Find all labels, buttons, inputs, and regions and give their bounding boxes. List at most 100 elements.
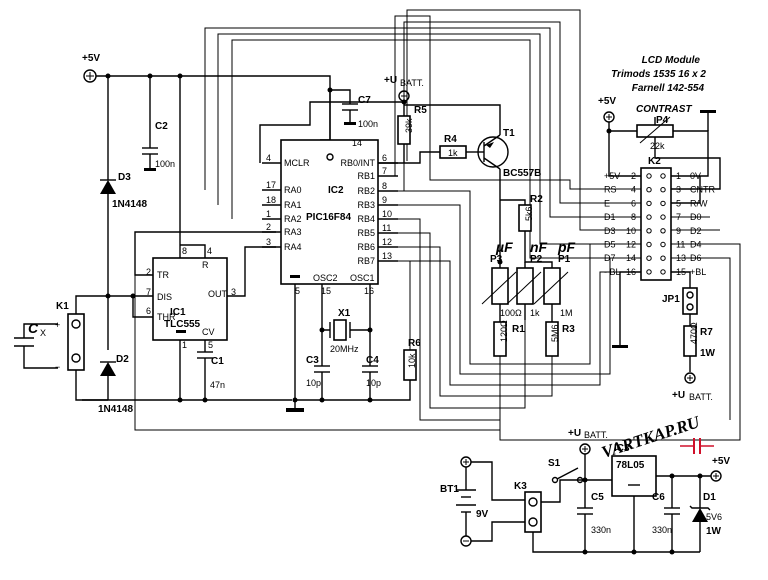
k2-pin-hole [660, 269, 666, 275]
svg-text:nF: nF [530, 239, 548, 255]
svg-text:5: 5 [295, 286, 300, 296]
svg-text:S1: S1 [548, 458, 561, 469]
svg-text:1W: 1W [706, 526, 722, 537]
svg-text:10k: 10k [407, 353, 417, 368]
zener-d1: D1 5V6 1W [689, 476, 722, 552]
k2-pin-label: D1 [604, 212, 616, 222]
ic2-pin-num: 4 [266, 153, 271, 163]
connector-k1[interactable]: K1 + − [55, 301, 85, 372]
svg-text:R7: R7 [700, 327, 713, 338]
svg-text:R2: R2 [530, 194, 543, 205]
k2-pin-label: - BL [604, 267, 621, 277]
svg-text:−: − [55, 362, 60, 372]
ic2-pin-label: RA3 [284, 227, 302, 237]
capacitor-c6: C6 330n [652, 476, 680, 552]
svg-text:14: 14 [352, 138, 362, 148]
svg-text:CV: CV [202, 327, 215, 337]
ic2-pin-num: 18 [266, 195, 276, 205]
resistor-r6: 10k R6 [403, 338, 421, 381]
jumper-jp1[interactable]: JP1 [662, 287, 698, 315]
svg-text:IC1: IC1 [170, 307, 186, 318]
lcd-bus-lines [204, 9, 649, 259]
svg-text:R1: R1 [512, 324, 525, 335]
svg-text:K2: K2 [648, 156, 661, 167]
ic2-pin-label: RB3 [357, 200, 375, 210]
svg-text:µF: µF [495, 239, 513, 255]
svg-text:BC557B: BC557B [503, 168, 541, 179]
rb-routing-lines [378, 190, 649, 421]
svg-text:+U: +U [568, 428, 581, 439]
capacitor-c4: C4 10p [362, 355, 381, 388]
svg-text:100n: 100n [155, 159, 175, 169]
crystal-x1: X1 20MHz [329, 308, 359, 354]
svg-text:100Ω: 100Ω [500, 308, 522, 318]
svg-text:330n: 330n [652, 525, 672, 535]
svg-text:X: X [40, 328, 46, 338]
ic2-pin-label: MCLR [284, 158, 310, 168]
ic2-pin-num: 1 [266, 209, 271, 219]
diode-d2: D2 1N4148 [98, 354, 133, 415]
k2-pin-hole [646, 187, 652, 193]
k2-pin-num: 8 [631, 212, 636, 222]
k2-pin-label: D2 [690, 226, 702, 236]
svg-text:20MHz: 20MHz [330, 344, 359, 354]
ic2-pin-num: 10 [382, 209, 392, 219]
svg-text:C6: C6 [652, 492, 665, 503]
connector-k3[interactable]: K3 [514, 481, 542, 533]
svg-text:C5: C5 [591, 492, 604, 503]
lcd-supplier: Farnell 142-554 [632, 83, 705, 94]
ic2-pin-label: RA1 [284, 200, 302, 210]
k2-pin-hole [660, 173, 666, 179]
svg-text:BATT.: BATT. [584, 430, 608, 440]
svg-text:K1: K1 [56, 301, 69, 312]
ic2-pin-label: RB2 [357, 186, 375, 196]
svg-text:pF: pF [557, 239, 576, 255]
ground-symbol-bl [612, 345, 628, 348]
k2-pin-hole [646, 228, 652, 234]
k2-pin-hole [660, 255, 666, 261]
capacitor-c1: C1 47n [197, 351, 225, 400]
ubatt-terminal-top [398, 90, 410, 102]
svg-text:R6: R6 [408, 338, 421, 349]
svg-text:4: 4 [207, 246, 212, 256]
svg-text:DIS: DIS [157, 292, 172, 302]
svg-text:6: 6 [146, 306, 151, 316]
svg-text:5k6: 5k6 [524, 206, 534, 221]
svg-text:47n: 47n [210, 380, 225, 390]
svg-text:330n: 330n [591, 525, 611, 535]
switch-s1[interactable]: S1 [548, 458, 584, 484]
k2-pin-num: 14 [626, 253, 636, 263]
k2-pin-label: E [604, 198, 610, 208]
k2-pin-label: +BL [690, 267, 706, 277]
capacitor-c3: C3 10p [306, 355, 330, 388]
svg-text:39k: 39k [404, 118, 414, 133]
resistor-r2: 5k6 R2 [518, 194, 543, 232]
svg-text:D2: D2 [116, 354, 129, 365]
resistor-r3: 5M6 R3 [545, 321, 575, 357]
svg-text:P1: P1 [558, 254, 571, 265]
svg-text:470Ω: 470Ω [689, 322, 699, 344]
plus5v-label-left: +5V [82, 53, 100, 64]
svg-text:8: 8 [182, 246, 187, 256]
capacitor-c5: C5 330n [577, 480, 611, 552]
ic2-pin-num: 3 [266, 237, 271, 247]
ic2-pin-label: RA0 [284, 185, 302, 195]
k2-pin-hole [646, 241, 652, 248]
k2-pin-hole [646, 255, 652, 261]
svg-text:3: 3 [231, 287, 236, 297]
svg-text:1k: 1k [448, 148, 458, 158]
svg-text:C3: C3 [306, 355, 319, 366]
svg-text:T1: T1 [503, 128, 515, 139]
resistor-r5: 39k R5 [397, 105, 427, 145]
ic2-pin-label: RA2 [284, 214, 302, 224]
svg-text:10p: 10p [306, 378, 321, 388]
k2-pin-label: RS [604, 185, 617, 195]
ic2-pin-num: 13 [382, 251, 392, 261]
svg-text:1N4148: 1N4148 [98, 404, 133, 415]
ground-symbol-k2 [700, 110, 716, 113]
k2-pin-num: 6 [631, 198, 636, 208]
ic2-pin-num: 11 [382, 223, 391, 233]
ic2-pin-label: RB4 [357, 214, 375, 224]
svg-text:CONTRAST: CONTRAST [636, 104, 692, 115]
